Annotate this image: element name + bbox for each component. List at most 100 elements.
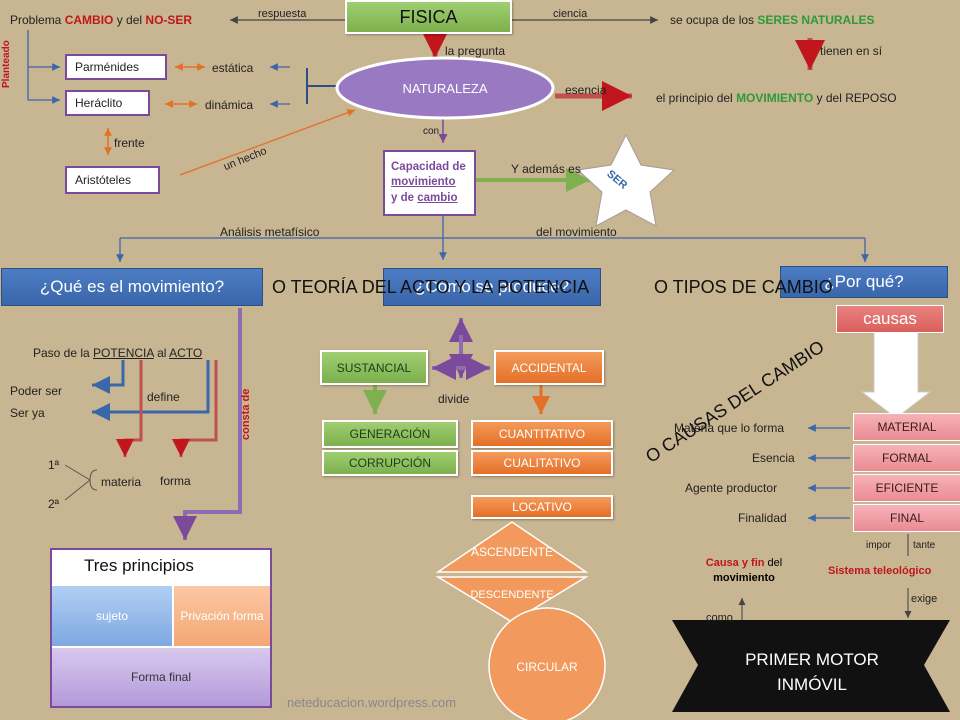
q-movimiento-label: ¿Qué es el movimiento? [39,277,225,296]
impor-label: impor [866,540,892,551]
la-pregunta-label: la pregunta [445,44,506,58]
materia-label: materia [101,475,142,489]
privacion-label: Privación forma [180,609,264,623]
ocupa-seres: SERES NATURALES [757,13,875,27]
eficiente-box: EFICIENTE [853,474,960,502]
del-movimiento-label: del movimiento [536,225,617,239]
capacidad-line2: movimiento [391,176,456,189]
materia-que-label: Materia que lo forma [674,421,785,435]
divide-label: divide [438,392,470,406]
frente-label: frente [114,136,145,150]
generacion-box: GENERACIÓN [322,420,458,448]
principio-mov: MOVIMIENTO [736,91,814,105]
capacidad-line1: Capacidad de [391,160,466,173]
material-box: MATERIAL [853,413,960,441]
capacidad-line3-u: cambio [417,191,458,204]
q-porque-box: ¿Por qué? [780,266,948,298]
finalidad-label: Finalidad [738,511,787,525]
planteado-label: Planteado [1,40,12,88]
cuantitativo-label: CUANTITATIVO [498,427,586,441]
fisica-box: FISICA [345,0,512,34]
descendente-label: DESCENDENTE [470,589,554,601]
footer-credit: neteducacion.wordpress.com [287,695,457,710]
poder-ser-label: Poder ser [10,384,63,398]
eficiente-label: EFICIENTE [875,481,939,495]
q-como-label: ¿Cómo se produce? [414,277,570,296]
capacidad-box: Capacidad de movimiento y de cambio [383,150,476,216]
material-label: MATERIAL [877,420,937,434]
tante-label: tante [913,540,936,551]
heraclito-box: Heráclito [65,90,150,116]
generacion-label: GENERACIÓN [349,427,431,441]
aristoteles-box: Aristóteles [65,166,160,194]
n2-label: 2ª [48,497,60,511]
tres-principios-panel: Tres principios sujeto Privación forma F… [50,548,272,708]
final-label: FINAL [889,511,924,525]
agente-label: Agente productor [685,481,778,495]
teoria-heading: O TEORÍA DEL ACTO Y LA POTENCIA [272,277,590,297]
causas-label: causas [863,309,917,328]
fisica-label: FISICA [399,6,458,27]
causa-fin-a: Causa y fin [705,557,765,570]
accidental-box: ACCIDENTAL [494,350,604,385]
primer-motor-label: PRIMER MOTOR INMÓVIL [745,649,879,695]
tres-principios-title: Tres principios [84,556,194,575]
define-label: define [147,390,180,404]
privacion-cell: Privación forma [174,586,270,646]
estatica-label: estática [212,61,254,75]
formal-label: FORMAL [881,451,932,465]
q-movimiento-box: ¿Qué es el movimiento? [1,268,263,306]
como-label: como [706,612,733,624]
parmenides-label: Parménides [75,60,140,74]
principio-label: el principio del MOVIMIENTO y del REPOSO [656,91,897,105]
ciencia-label: ciencia [553,8,588,20]
paso-mid: al [153,346,170,360]
aristoteles-label: Aristóteles [75,173,132,187]
ocupa-label: se ocupa de los SERES NATURALES [670,13,875,27]
esencia-label: esencia [565,83,607,97]
capacidad-line3-pre: y de [391,191,418,204]
dinamica-label: dinámica [205,98,254,112]
locativo-label: LOCATIVO [512,500,572,514]
forma-final-label: Forma final [130,670,192,684]
problema-cambio: CAMBIO [64,13,114,27]
cualitativo-box: CUALITATIVO [471,450,613,476]
ascendente-label: ASCENDENTE [470,545,553,559]
problema-noser: NO-SER [145,13,193,27]
corrupcion-box: CORRUPCIÓN [322,450,458,476]
paso-pre: Paso de la [33,346,94,360]
sujeto-label: sujeto [95,609,129,623]
y-ademas-label: Y además es [511,162,581,176]
tienen-label: tienen en sí [820,44,883,58]
formal-box: FORMAL [853,444,960,472]
cualitativo-label: CUALITATIVO [503,456,581,470]
q-como-box: ¿Cómo se produce? [383,268,601,306]
analisis-label: Análisis metafísico [220,225,320,239]
ocupa-pre: se ocupa de los [670,13,755,27]
naturaleza-label: NATURALEZA [402,80,488,96]
problema-label: Problema CAMBIO y del NO-SER [10,13,192,27]
heraclito-label: Heráclito [75,96,123,110]
parmenides-box: Parménides [65,54,167,80]
sustancial-label: SUSTANCIAL [336,360,412,375]
sistema-label: Sistema teleológico [828,565,932,577]
forma-label: forma [160,474,191,488]
exige-label: exige [911,593,938,605]
forma-final-cell: Forma final [52,648,270,706]
tipos-heading: O TIPOS DE CAMBIO [654,277,833,297]
n1-label: 1ª [48,458,60,472]
paso-potencia: POTENCIA [93,346,154,360]
q-porque-label: ¿Por qué? [824,272,904,291]
causa-fin-c: movimiento [713,572,775,584]
sustancial-box: SUSTANCIAL [320,350,428,385]
accidental-label: ACCIDENTAL [511,360,587,375]
paso-acto: ACTO [169,346,203,360]
respuesta-label: respuesta [258,8,307,20]
paso-label: Paso de la POTENCIA al ACTO [33,346,202,360]
problema-pre: Problema [10,13,62,27]
consta-label: consta de [240,388,252,440]
con-label: con [423,126,440,137]
